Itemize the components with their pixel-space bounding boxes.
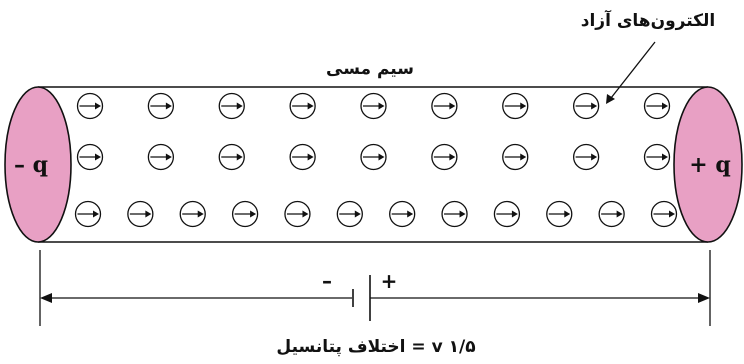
electron-arrow-icon: [284, 200, 311, 228]
electron-arrow-icon: [572, 92, 600, 120]
electron-arrow-icon: [502, 92, 529, 120]
electron-arrow-icon: [643, 92, 671, 120]
electron-arrow-icon: [76, 92, 104, 120]
electron-arrow-icon: [218, 143, 245, 171]
electron-arrow-icon: [441, 200, 468, 228]
electron-arrow-icon: [179, 200, 206, 228]
electron-arrow-icon: [493, 200, 521, 228]
electron-arrow-icon: [502, 143, 529, 171]
battery-symbol: [352, 275, 371, 321]
battery-plus-sign: +: [381, 269, 398, 293]
left-charge-label: – q: [14, 152, 48, 178]
electron-arrow-icon: [147, 92, 175, 120]
potential-difference-label: ۱/۵ v = اختلاف پتانسیل: [276, 337, 475, 357]
electron-arrow-icon: [431, 143, 458, 171]
wire-label: سیم مسی: [326, 59, 414, 79]
electron-arrow-icon: [572, 143, 600, 171]
electron-arrow-icon: [74, 200, 102, 228]
free-electrons-group: [74, 92, 678, 228]
electron-arrow-icon: [360, 143, 387, 171]
electron-arrow-icon: [643, 143, 671, 171]
electron-arrow-icon: [289, 143, 316, 171]
electron-arrow-icon: [289, 92, 316, 120]
electron-arrow-icon: [231, 200, 259, 228]
potential-measure-line: [39, 250, 711, 326]
electron-arrow-icon: [127, 200, 154, 228]
electron-arrow-icon: [546, 200, 573, 228]
electron-arrow-icon: [598, 200, 625, 228]
electron-arrow-icon: [147, 143, 175, 171]
electron-arrow-icon: [650, 200, 678, 228]
free-electrons-label: الکترون‌های آزاد: [581, 9, 716, 31]
electron-arrow-icon: [389, 200, 416, 228]
electron-arrow-icon: [336, 200, 363, 228]
electron-arrow-icon: [431, 92, 458, 120]
electron-arrow-icon: [218, 92, 245, 120]
wire-left-end: [4, 86, 72, 243]
wire-right-end: [673, 86, 743, 243]
free-electrons-pointer: [606, 41, 656, 104]
electron-arrow-icon: [76, 143, 104, 171]
right-charge-label: + q: [689, 152, 730, 178]
battery-minus-sign: –: [322, 269, 332, 293]
electron-arrow-icon: [360, 92, 387, 120]
